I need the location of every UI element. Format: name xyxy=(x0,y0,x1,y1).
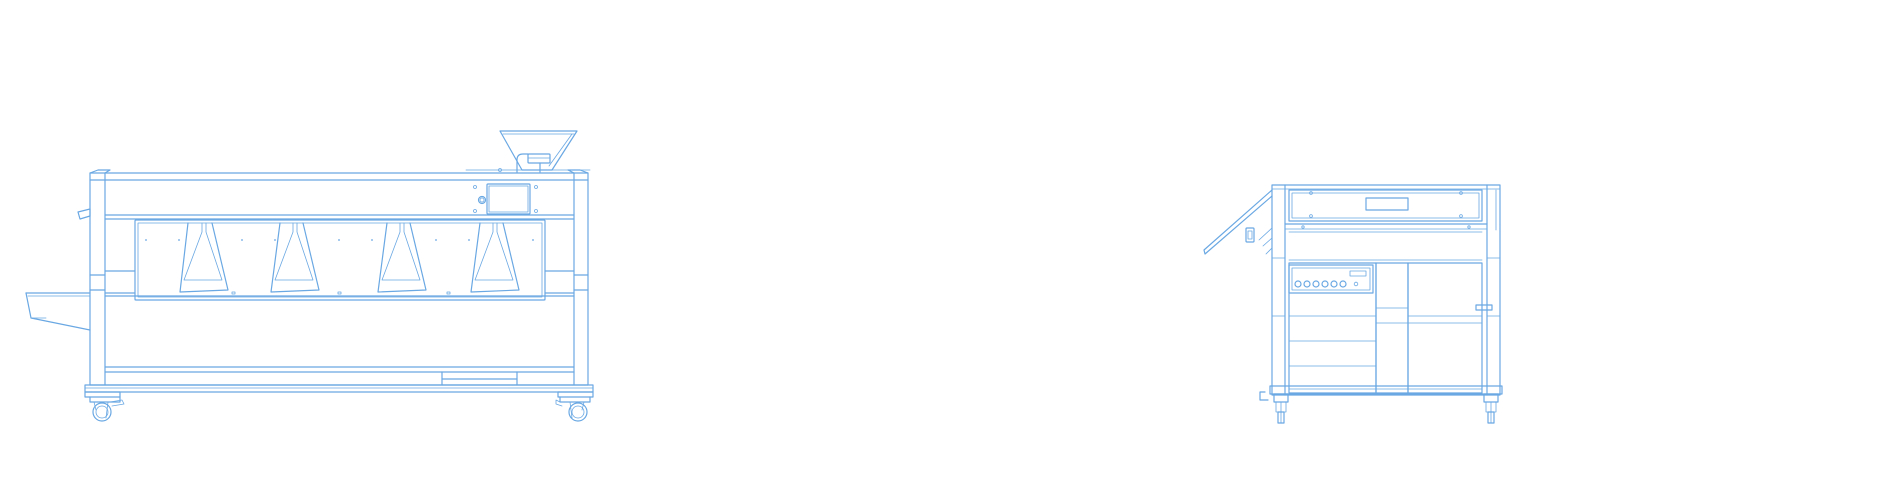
end-caster-left xyxy=(1275,401,1287,424)
end-base xyxy=(1269,385,1503,403)
funnel-4 xyxy=(470,222,520,293)
left-outlet-chute xyxy=(25,208,91,331)
machine-end-view xyxy=(1203,184,1503,424)
end-control-panel xyxy=(1288,264,1374,294)
end-doors xyxy=(1288,259,1493,394)
funnel-1 xyxy=(179,222,229,293)
main-frame xyxy=(89,169,589,386)
end-caster-right xyxy=(1485,401,1497,424)
machine-side-view xyxy=(25,130,594,422)
window-markers xyxy=(145,239,534,295)
end-frame xyxy=(1271,184,1501,396)
funnel-3 xyxy=(377,222,427,293)
sorting-window xyxy=(134,219,546,301)
open-lid xyxy=(1203,189,1273,255)
control-panel xyxy=(473,183,538,215)
top-hood xyxy=(1284,189,1488,233)
feed-hopper xyxy=(465,130,591,173)
end-side-posts xyxy=(1259,189,1501,401)
caster-left xyxy=(89,396,125,422)
caster-right xyxy=(555,396,591,422)
funnel-2 xyxy=(270,222,320,293)
base-rail xyxy=(84,384,594,398)
